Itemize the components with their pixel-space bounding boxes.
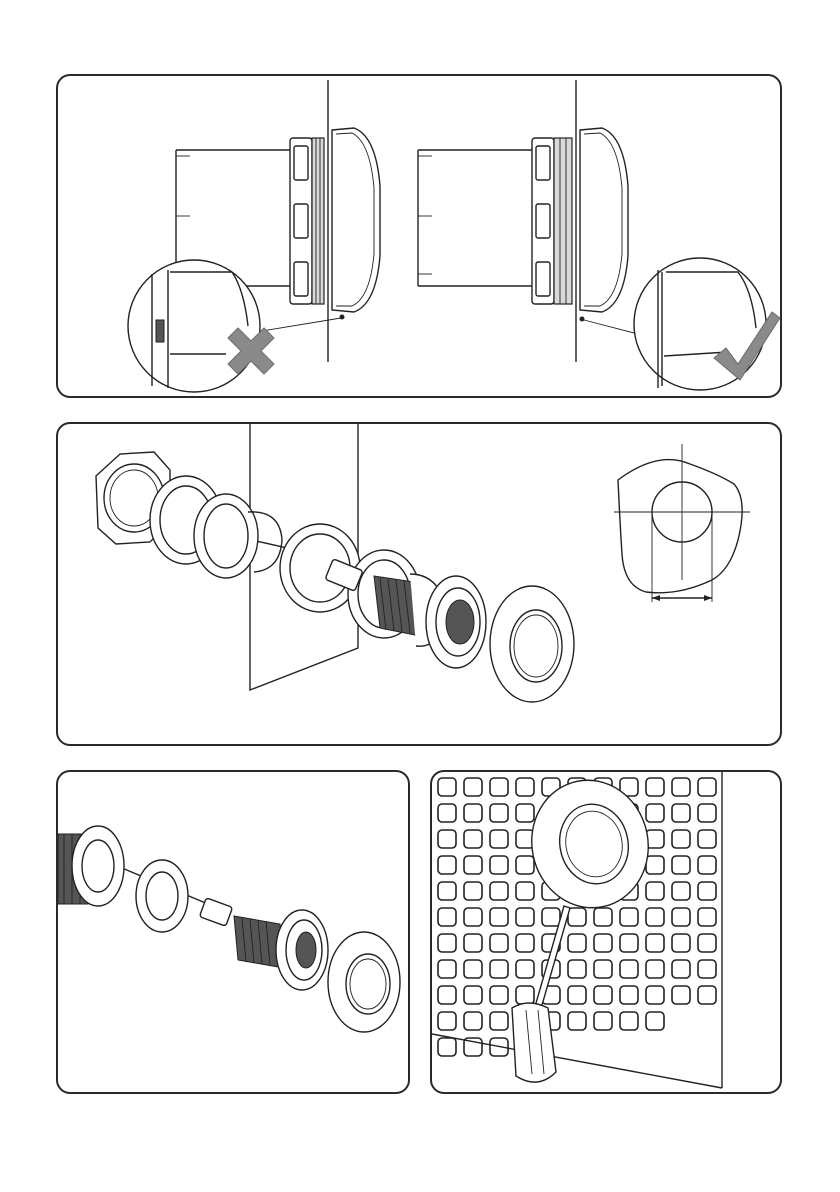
grid-cell bbox=[594, 986, 612, 1004]
grid-cell bbox=[672, 830, 690, 848]
grid-cell bbox=[490, 908, 508, 926]
grid-cell bbox=[672, 986, 690, 1004]
lamp-body bbox=[199, 898, 328, 990]
grid-cell bbox=[620, 934, 638, 952]
grid-cell bbox=[464, 1012, 482, 1030]
panel-exploded-detail bbox=[56, 770, 410, 1094]
grid-cell bbox=[646, 882, 664, 900]
grid-cell bbox=[490, 960, 508, 978]
grid-cell bbox=[698, 856, 716, 874]
grid-cell bbox=[438, 804, 456, 822]
grid-cell bbox=[672, 804, 690, 822]
grid-cell bbox=[516, 908, 534, 926]
grid-cell bbox=[620, 908, 638, 926]
grid-cell bbox=[490, 778, 508, 796]
grid-cell bbox=[438, 908, 456, 926]
grid-cell bbox=[516, 934, 534, 952]
grid-cell bbox=[464, 830, 482, 848]
grid-cell bbox=[620, 960, 638, 978]
grid-installation-drawing bbox=[432, 772, 780, 1092]
grid-cell bbox=[646, 1012, 664, 1030]
grid-cell bbox=[698, 960, 716, 978]
grid-cell bbox=[438, 1038, 456, 1056]
grid-cell bbox=[646, 960, 664, 978]
panel-exploded-assembly bbox=[56, 422, 782, 746]
grid-cell bbox=[438, 778, 456, 796]
grid-cell bbox=[490, 882, 508, 900]
washer bbox=[136, 860, 188, 932]
grid-cell bbox=[594, 1012, 612, 1030]
grid-cell bbox=[646, 804, 664, 822]
lamp-cover bbox=[328, 932, 400, 1032]
grid-cell bbox=[464, 960, 482, 978]
grid-cell bbox=[620, 1012, 638, 1030]
panel-mounting-comparison bbox=[56, 74, 782, 398]
grid-cell bbox=[594, 934, 612, 952]
grid-cell bbox=[672, 778, 690, 796]
grid-cell bbox=[464, 856, 482, 874]
washer-2 bbox=[194, 494, 258, 578]
grid-cell bbox=[464, 804, 482, 822]
grid-cell bbox=[438, 1012, 456, 1030]
mounting-comparison-drawing bbox=[58, 76, 780, 396]
grid-cell bbox=[516, 882, 534, 900]
grid-cell bbox=[672, 960, 690, 978]
grid-cell bbox=[672, 934, 690, 952]
lamp-cover bbox=[490, 586, 574, 702]
grid-cell bbox=[698, 830, 716, 848]
grid-cell bbox=[646, 778, 664, 796]
grid-cell bbox=[438, 934, 456, 952]
grid-cell bbox=[698, 934, 716, 952]
grid-cell bbox=[438, 882, 456, 900]
exploded-detail-drawing bbox=[58, 772, 408, 1092]
grid-cell bbox=[568, 934, 586, 952]
grid-cell bbox=[698, 986, 716, 1004]
grid-cell bbox=[568, 986, 586, 1004]
grid-cell bbox=[672, 882, 690, 900]
grid-cell bbox=[594, 908, 612, 926]
grid-cell bbox=[490, 856, 508, 874]
grid-cell bbox=[646, 856, 664, 874]
grid-cell bbox=[568, 908, 586, 926]
grid-cell bbox=[490, 830, 508, 848]
grid-cell bbox=[464, 882, 482, 900]
cutout-dimension-diagram bbox=[614, 444, 750, 602]
grid-cell bbox=[516, 778, 534, 796]
grid-cell bbox=[438, 986, 456, 1004]
exploded-assembly-drawing bbox=[58, 424, 780, 744]
grid-cell bbox=[464, 908, 482, 926]
grid-cell bbox=[542, 908, 560, 926]
grid-cell bbox=[490, 804, 508, 822]
grid-cell bbox=[464, 934, 482, 952]
grid-cell bbox=[698, 908, 716, 926]
panel-grid-installation bbox=[430, 770, 782, 1094]
grid-cell bbox=[672, 856, 690, 874]
grid-cell bbox=[438, 856, 456, 874]
grid-cell bbox=[698, 882, 716, 900]
grid-cell bbox=[646, 934, 664, 952]
grid-cell bbox=[698, 778, 716, 796]
grid-cell bbox=[490, 934, 508, 952]
lamp-front bbox=[520, 772, 660, 919]
grid-cell bbox=[490, 986, 508, 1004]
grid-cell bbox=[646, 908, 664, 926]
grid-cell bbox=[516, 960, 534, 978]
grid-cell bbox=[438, 830, 456, 848]
lamp-side-view-correct bbox=[418, 80, 628, 362]
grid-cell bbox=[516, 804, 534, 822]
grid-cell bbox=[594, 960, 612, 978]
grid-cell bbox=[516, 986, 534, 1004]
grid-cell bbox=[568, 1012, 586, 1030]
grid-cell bbox=[464, 778, 482, 796]
grid-cell bbox=[516, 856, 534, 874]
grid-cell bbox=[464, 986, 482, 1004]
grid-cell bbox=[620, 986, 638, 1004]
threaded-sleeve bbox=[58, 826, 124, 906]
grid-cell bbox=[646, 986, 664, 1004]
grid-cell bbox=[490, 1012, 508, 1030]
grid-cell bbox=[672, 908, 690, 926]
grid-cell bbox=[698, 804, 716, 822]
grid-cell bbox=[438, 960, 456, 978]
grid-cell bbox=[568, 960, 586, 978]
